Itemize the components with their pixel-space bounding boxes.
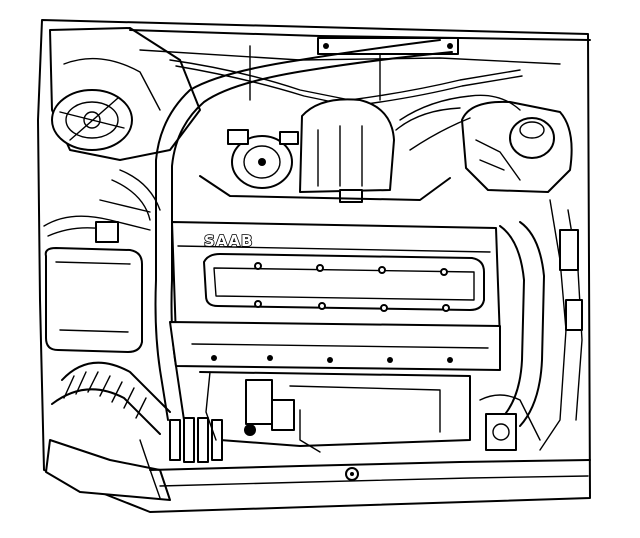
wiring-harness-top [169,59,521,101]
battery-cables [43,215,151,231]
hose-clamp-bands [169,417,223,463]
intake-manifold [299,98,395,203]
left-vacuum-lines [119,169,161,211]
valve-cover-logo: SAAB [204,232,253,250]
corrugated-air-hose [51,361,171,435]
dipstick-tube [205,371,217,441]
throttle-body [227,129,299,189]
air-filter-box [45,439,171,501]
radiator-hose-right [499,225,525,421]
left-wheelwell-line [63,57,161,111]
air-intake-hose [154,39,441,421]
engine-block-lower [199,371,471,447]
front-crossmember [149,459,591,471]
brake-fluid-reservoir [461,100,573,193]
cowl-inner [139,49,561,65]
valve-cover [171,221,501,341]
battery-box [44,247,143,353]
left-strut-tower [51,89,133,151]
manifold-base [199,175,451,201]
alternator-bracket [245,379,273,425]
right-lower-pump [485,413,517,451]
